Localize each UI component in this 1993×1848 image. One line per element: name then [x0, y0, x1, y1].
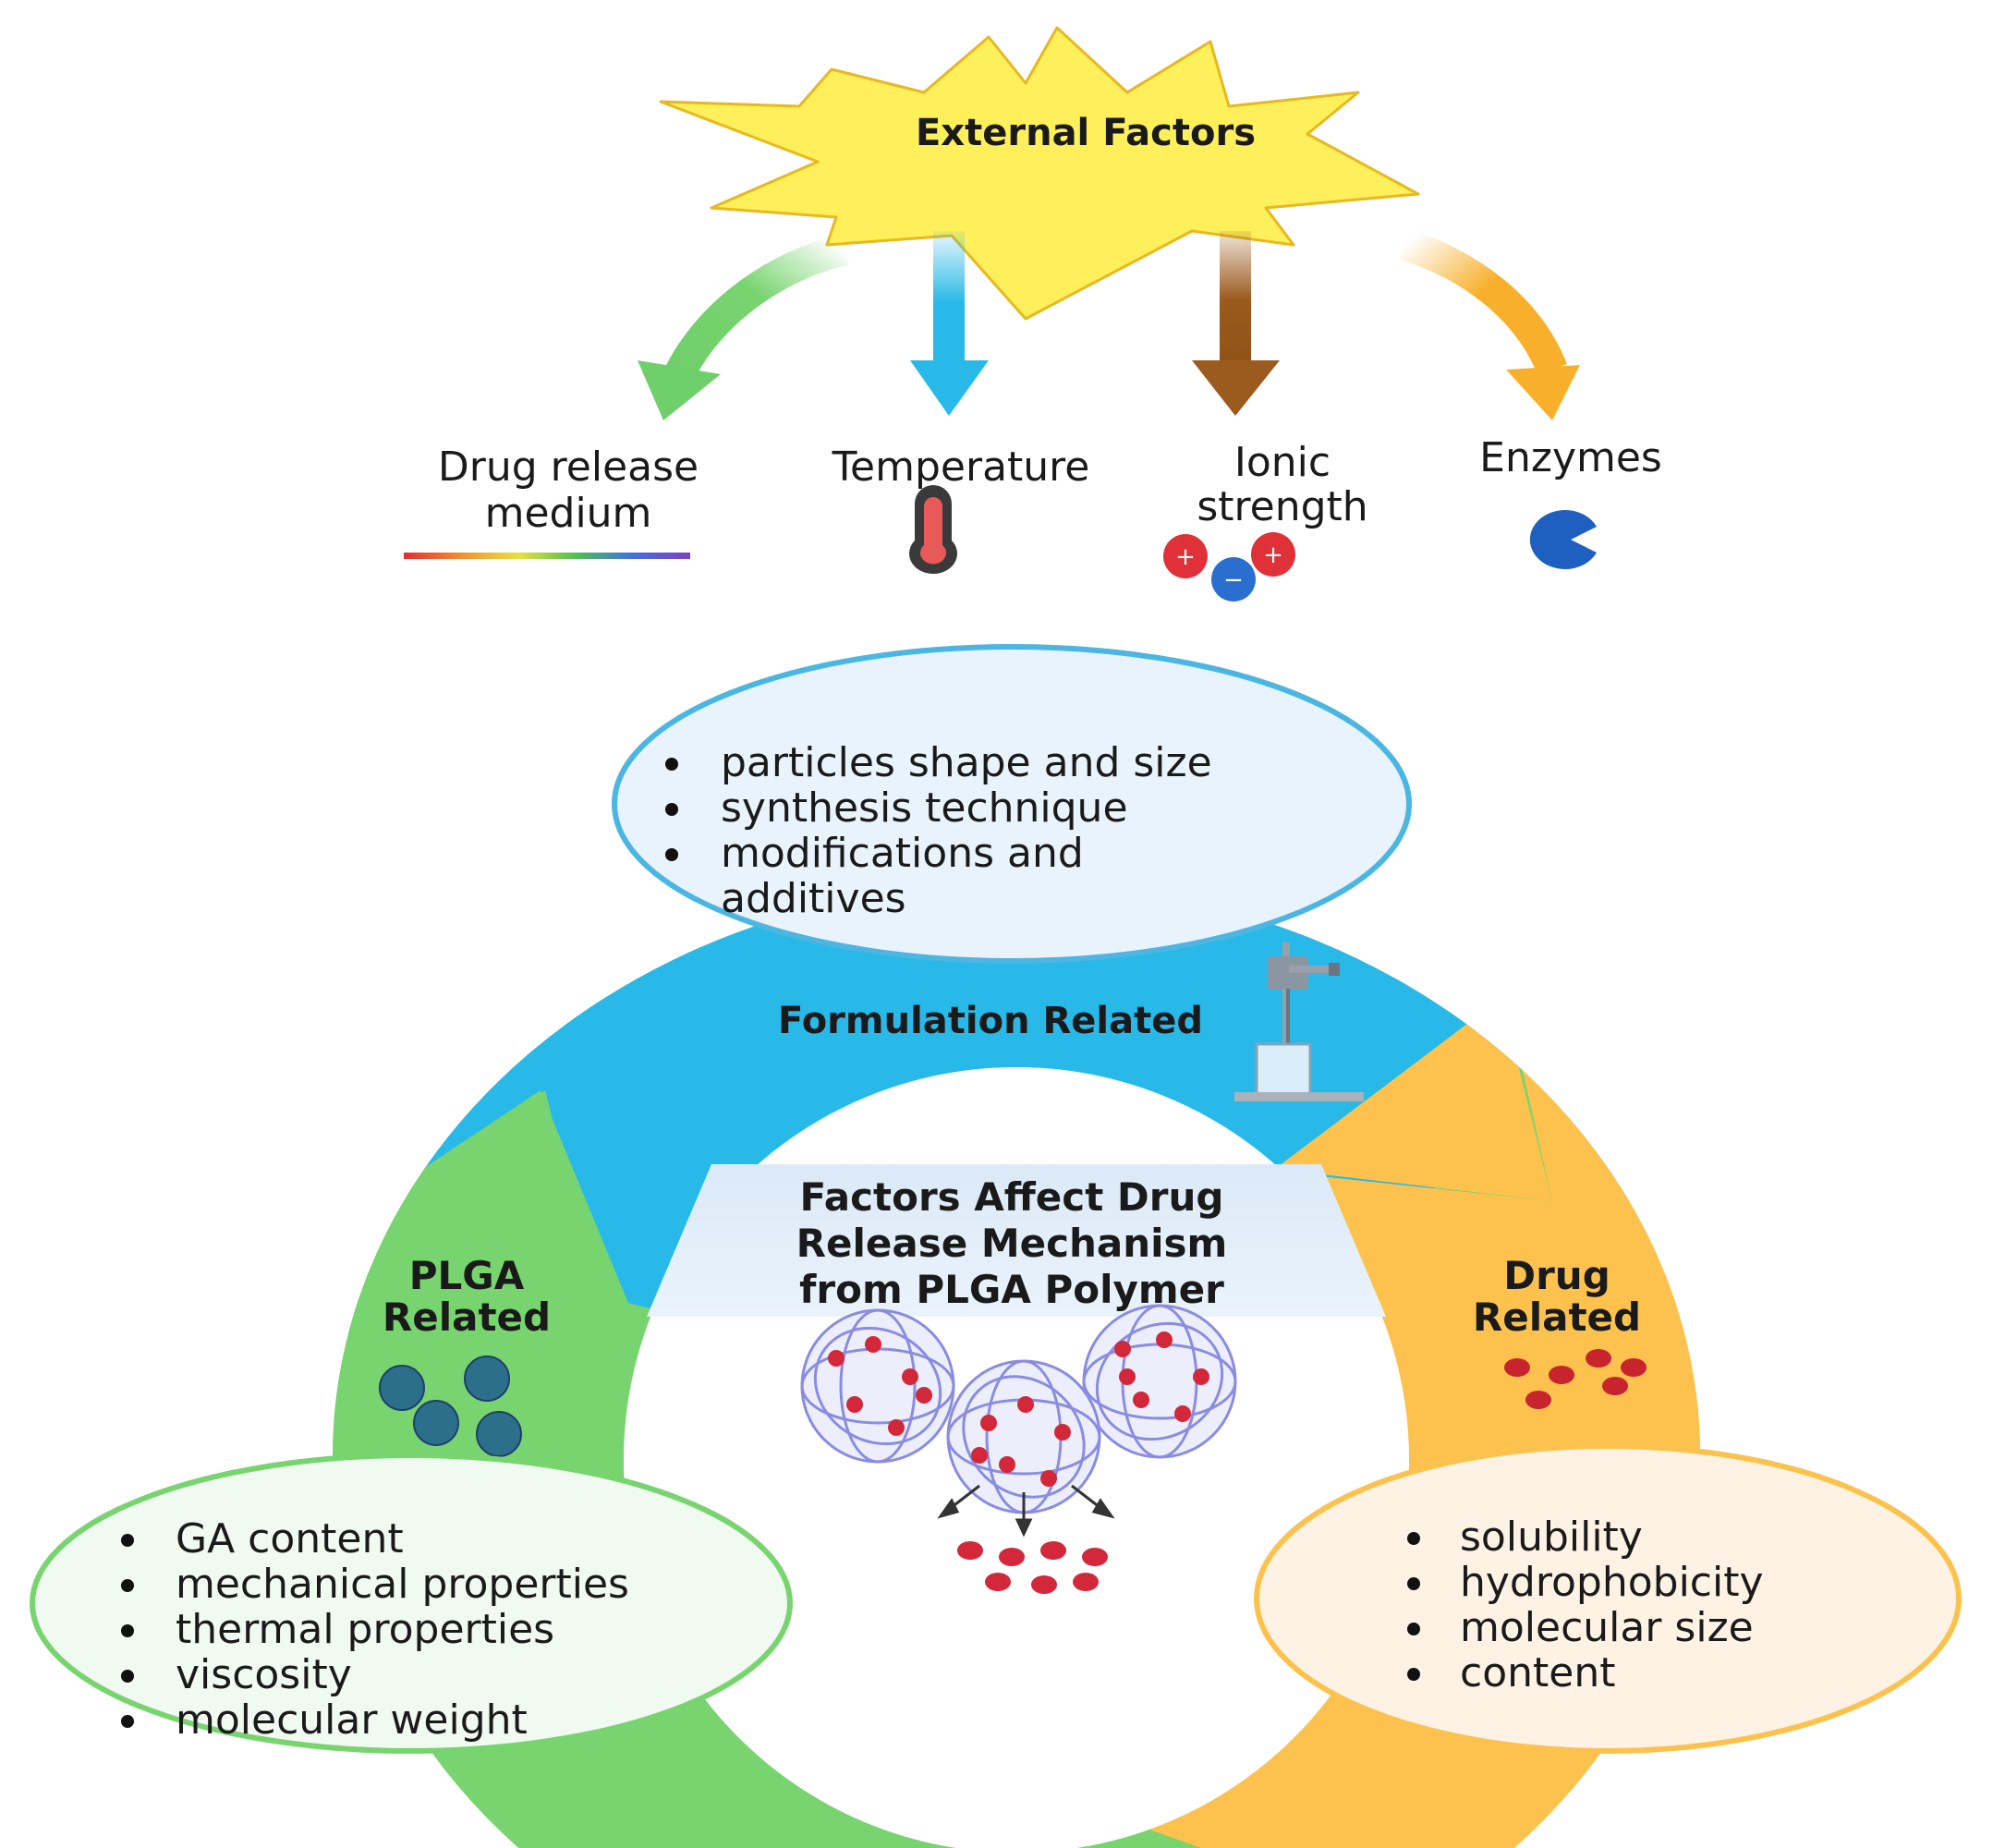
plga-label-line1: PLGA — [409, 1253, 525, 1298]
drug-item-4: content — [1460, 1649, 1615, 1696]
formulation-item-3: modifications and — [721, 830, 1084, 877]
center-title-line1: Factors Affect Drug — [800, 1174, 1224, 1220]
nanoparticle-cluster-icon — [800, 1304, 1237, 1514]
plga-bubble — [30, 1453, 793, 1754]
plga-item-4: viscosity — [176, 1651, 352, 1698]
released-drug-molecules-icon — [957, 1541, 1108, 1594]
formulation-item-2: synthesis technique — [721, 784, 1128, 832]
formulation-list: particles shape and size synthesis techn… — [665, 739, 1212, 922]
plga-particles-icon — [379, 1356, 522, 1457]
factor-label-ionic-1: Ionic — [1234, 439, 1331, 486]
factor-label-enzymes: Enzymes — [1479, 434, 1662, 481]
plga-item-2: mechanical properties — [176, 1561, 629, 1608]
arrow-temperature — [910, 231, 989, 416]
plga-item-5: molecular weight — [176, 1696, 528, 1744]
plga-list: GA content mechanical properties thermal… — [121, 1515, 629, 1744]
drug-molecules-icon — [1504, 1349, 1647, 1409]
factor-label-drug-release-medium-1: Drug release — [438, 444, 699, 491]
svg-text:+: + — [1263, 541, 1283, 569]
plga-label-line2: Related — [383, 1295, 551, 1340]
stirrer-apparatus-icon — [1234, 942, 1364, 1101]
drug-bubble — [1254, 1443, 1962, 1754]
formulation-item-3-cont: additives — [721, 875, 906, 922]
arrow-ionic-strength — [1192, 231, 1280, 416]
center-title-backdrop — [647, 1164, 1386, 1317]
svg-text:−: − — [1223, 566, 1244, 594]
factor-label-drug-release-medium-2: medium — [485, 490, 652, 537]
thermometer-icon — [908, 485, 957, 575]
drug-item-2: hydrophobicity — [1460, 1559, 1764, 1606]
plga-item-1: GA content — [176, 1515, 404, 1562]
factor-label-temperature: Temperature — [832, 444, 1090, 491]
external-factors-title: External Factors — [916, 112, 1256, 154]
enzyme-icon — [1529, 510, 1597, 569]
factor-label-ionic-2: strength — [1197, 483, 1367, 530]
drug-label-line1: Drug — [1503, 1253, 1610, 1298]
drug-label-line2: Related — [1473, 1295, 1641, 1340]
drug-molecules-in-particles-icon — [828, 1331, 1209, 1487]
formulation-item-1: particles shape and size — [721, 739, 1212, 786]
center-title-line2: Release Mechanism — [796, 1221, 1228, 1266]
formulation-label: Formulation Related — [778, 1000, 1203, 1042]
spectrum-bar-icon — [404, 553, 690, 559]
plga-item-3: thermal properties — [176, 1606, 554, 1653]
arrow-drug-release-medium — [638, 234, 849, 420]
ions-icon: + + − — [1163, 532, 1295, 602]
arrow-enzymes — [1400, 229, 1580, 420]
drug-list: solubility hydrophobicity molecular size… — [1407, 1514, 1764, 1696]
drug-item-1: solubility — [1460, 1514, 1643, 1561]
svg-text:+: + — [1175, 543, 1196, 571]
drug-item-3: molecular size — [1460, 1604, 1754, 1651]
formulation-bubble — [612, 644, 1412, 964]
release-arrows-icon — [937, 1484, 1115, 1538]
